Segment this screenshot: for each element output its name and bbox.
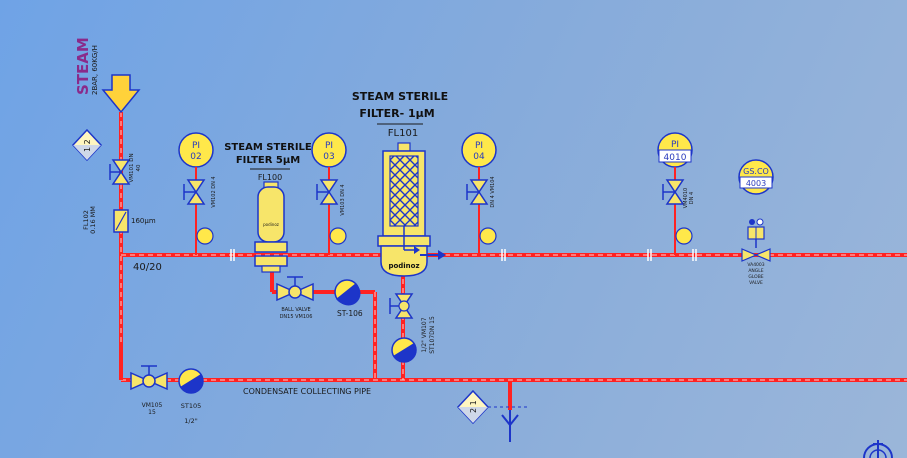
gauge-isolator-02 <box>196 227 214 245</box>
va4003-label-4: VALVE <box>749 280 763 286</box>
vm101-label-1: VM101 DN <box>129 153 135 182</box>
st105-label-2: 1/2" <box>184 417 197 425</box>
strainer-fl102 <box>113 209 129 233</box>
steam-title: STEAM <box>74 37 92 95</box>
pi02-line2: 02 <box>190 152 201 162</box>
va4003-label-3: GLOBE <box>748 274 763 280</box>
compass-symbol <box>863 440 893 458</box>
gauge-isolator-03 <box>329 227 347 245</box>
actuator-va4003 <box>747 218 765 248</box>
steam-inlet: STEAM 2BAR, 60KG/H <box>74 37 141 114</box>
valve-vm4010[interactable] <box>662 179 685 205</box>
pressure-indicator-pi4010[interactable]: PI 4010 <box>657 132 693 168</box>
pi03-line1: PI <box>325 141 333 151</box>
fl100-title-2: FILTER 5μM <box>236 155 300 166</box>
ball-valve-label-2: DN15 VM106 <box>280 314 313 320</box>
ball-valve-label-1: BALL VALVE <box>281 307 310 313</box>
filter-fl100[interactable]: podinoz <box>254 181 288 273</box>
pi04-line1: PI <box>475 141 483 151</box>
gs4003-line1: GS.CO <box>743 167 769 176</box>
steam-arrow <box>101 74 141 114</box>
vm4010-label-2: DN 4 <box>689 192 695 204</box>
valve-va4003[interactable] <box>741 248 771 262</box>
vm107-label-1: 1/2" VM107 <box>421 317 428 352</box>
fl101-title-1: STEAM STERILE <box>352 90 448 103</box>
diamond-2-1-label: 2 1 <box>469 400 478 413</box>
gauge-isolator-4010 <box>675 227 693 245</box>
filter-fl101[interactable]: podinoz <box>377 142 446 277</box>
ball-valve-vm105[interactable] <box>130 365 168 391</box>
vm4010-label-1: VM4010 <box>683 188 689 208</box>
gs4003-line2: 4003 <box>746 179 766 188</box>
pipe-breaks <box>230 249 697 261</box>
steam-spec: 2BAR, 60KG/H <box>91 45 99 95</box>
st106-label: ST-106 <box>337 309 363 318</box>
va4003-label-2: ANGLE <box>748 268 763 274</box>
vm104-label: DN 4 VM104 <box>490 176 496 207</box>
fl100-title-1: STEAM STERILE <box>224 142 312 153</box>
st105-label-1: ST105 <box>181 402 202 410</box>
pi03-line2: 03 <box>323 152 334 162</box>
pi4010-line1: PI <box>671 140 679 150</box>
steam-trap-st106[interactable] <box>334 279 361 306</box>
diamond-1-2: 1 2 <box>71 128 103 162</box>
valve-vm101[interactable] <box>109 159 131 185</box>
condensate-label: CONDENSATE COLLECTING PIPE <box>243 387 371 396</box>
pi04-line2: 04 <box>473 152 485 162</box>
position-switch-gs4003[interactable]: GS.CO 4003 <box>738 159 774 195</box>
valve-vm104[interactable] <box>466 179 489 205</box>
drain-y-symbol <box>501 410 519 442</box>
fl100-brand: podinoz <box>263 222 279 227</box>
valve-vm107[interactable] <box>389 293 414 319</box>
vm102-label: VM102 DN 4 <box>211 176 217 207</box>
fl101-tag: FL101 <box>388 128 418 139</box>
valve-vm102[interactable] <box>183 179 206 205</box>
steam-trap-st107[interactable] <box>391 337 417 363</box>
vm105-label-1: VM105 <box>142 402 163 409</box>
pressure-indicator-pi04[interactable]: PI 04 <box>461 132 497 168</box>
fl102-label-2: 0.16 MM <box>89 206 97 234</box>
pi4010-line2: 4010 <box>664 153 687 163</box>
line-size-label: 40/20 <box>133 262 162 273</box>
pressure-indicator-pi03[interactable]: PI 03 <box>311 132 347 168</box>
filter-size-label: 160μm <box>131 217 156 225</box>
steam-trap-st105[interactable] <box>178 368 204 394</box>
diamond-2-1: 2 1 <box>456 389 490 425</box>
vm103-label: VM103 DN 4 <box>340 184 346 215</box>
valve-vm103[interactable] <box>316 179 339 205</box>
gauge-isolator-04 <box>479 227 497 245</box>
fl100-tag: FL100 <box>258 173 282 182</box>
vm101-label-2: 40 <box>136 164 142 171</box>
fl102-label-1: FL102 <box>82 210 90 230</box>
pressure-indicator-pi02[interactable]: PI 02 <box>178 132 214 168</box>
diamond-1-2-label: 1 2 <box>83 139 92 152</box>
vm107-label-2: ST107DN 15 <box>429 316 436 354</box>
pi02-line1: PI <box>192 141 200 151</box>
fl101-title-2: FILTER- 1μM <box>359 107 434 120</box>
fl101-brand: podinoz <box>388 262 419 270</box>
vm105-label-2: 15 <box>148 409 156 416</box>
ball-valve-vm106[interactable] <box>276 276 314 302</box>
va4003-label-1: VA4003 <box>747 262 764 268</box>
